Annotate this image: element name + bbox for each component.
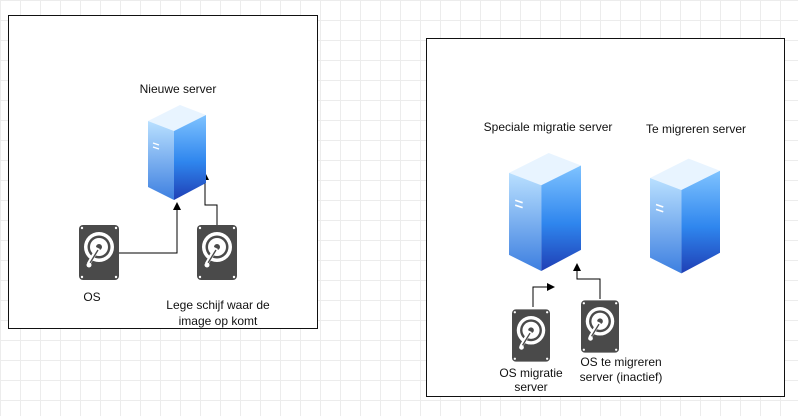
- hard-disk-icon: [512, 309, 550, 362]
- server-icon: [650, 158, 720, 274]
- hard-disk-icon: [197, 225, 237, 280]
- hard-disk-icon: [79, 225, 119, 280]
- empty-disk-label-line1: Lege schijf waar de: [166, 298, 270, 312]
- hard-disk-icon: [581, 300, 619, 353]
- connector-empty-disk-to-new-server: [201, 172, 218, 225]
- target-os-label-line2: server (inactief): [579, 370, 663, 384]
- target-os-label-line1: OS te migreren: [580, 355, 662, 369]
- server-icon: [148, 105, 206, 200]
- connector-migration-os-to-migration-server: [532, 283, 555, 307]
- connector-os-to-new-server: [119, 202, 181, 254]
- target-server-label: Te migreren server: [645, 122, 747, 136]
- server-icon: [509, 153, 581, 271]
- os-disk-label: OS: [83, 290, 101, 304]
- migration-os-label-line2: server: [514, 380, 548, 394]
- migration-server-label: Speciale migratie server: [483, 120, 613, 134]
- empty-disk-label-line2: image op komt: [178, 314, 258, 328]
- connector-target-os-to-migration-server: [573, 263, 601, 299]
- migration-os-label-line1: OS migratie: [499, 366, 563, 380]
- new-server-label: Nieuwe server: [139, 82, 217, 96]
